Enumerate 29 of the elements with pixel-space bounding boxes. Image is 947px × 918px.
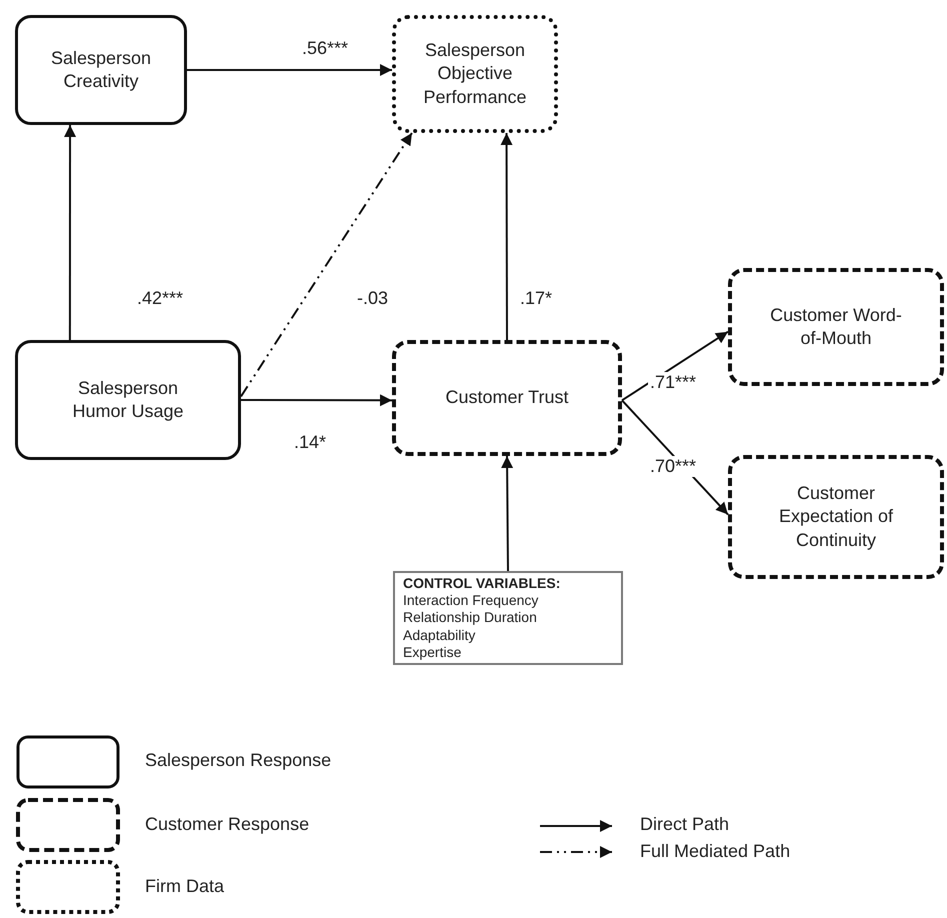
legend-label: Firm Data [145,876,224,897]
note-item: Relationship Duration [403,609,537,627]
note-item: Expertise [403,644,462,661]
arrow [64,125,76,340]
node-label: Customer Expectation of Continuity [778,482,894,552]
legend-label: Customer Response [145,814,310,835]
construct-box [392,15,558,133]
construct-box [728,455,944,579]
construct-box [15,340,241,460]
arrow [501,456,514,572]
node-label: Salesperson Creativity [50,46,152,93]
legend-label: Salesperson Response [145,750,332,771]
legend-label: Full Mediated Path [640,841,790,862]
construct-box [15,15,187,125]
arrow [500,133,513,340]
construct-box [392,340,622,456]
arrow [241,394,392,406]
construct-box [728,268,944,386]
note-heading: CONTROL VARIABLES: [403,575,560,592]
node-label: Customer Word-of-Mouth [769,304,903,350]
note-item: Adaptability [403,626,476,644]
note-box [393,571,623,665]
arrow [187,64,392,76]
note-item: Interaction Frequency [403,592,538,610]
node-label: Salesperson Objective Performance [422,38,528,109]
legend-label: Direct Path [640,814,730,835]
node-label: Customer Trust [445,386,569,410]
arrow [240,132,413,397]
node-label: Salesperson Humor Usage [71,376,185,423]
